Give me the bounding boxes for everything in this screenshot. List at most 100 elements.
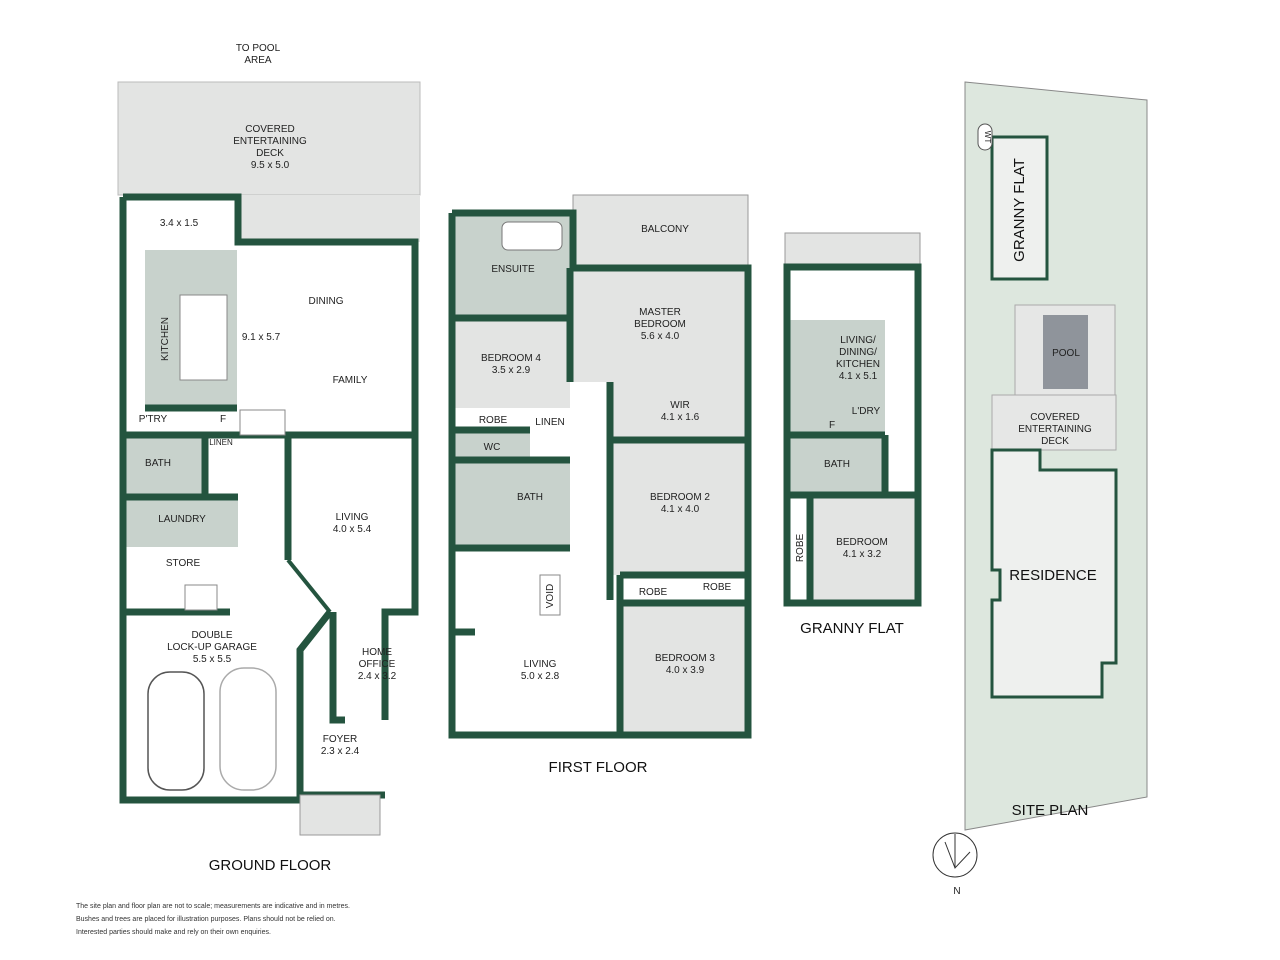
room-label: COVERED (245, 124, 294, 135)
room-label: ROBE (703, 582, 732, 593)
room-label: 4.0 x 5.4 (333, 524, 372, 535)
room-label: LAUNDRY (158, 514, 206, 525)
room-label: 5.6 x 4.0 (641, 331, 680, 342)
bath-area (126, 437, 206, 495)
balcony (572, 194, 749, 269)
granny-flat-building (990, 135, 1049, 281)
room-label: 4.1 x 5.1 (839, 371, 878, 382)
room-label: DOUBLE (191, 630, 232, 641)
north-arrow-icon (932, 832, 978, 878)
granny-flat-plan: LIVING/ DINING/ KITCHEN 4.1 x 5.1 F L'DR… (783, 232, 922, 637)
bedroom-2 (610, 442, 748, 575)
room-label: LIVING/ (840, 335, 876, 346)
store-stairs (184, 584, 218, 611)
wc (455, 430, 530, 460)
room-label: 9.1 x 5.7 (242, 332, 281, 343)
room-label: N (953, 886, 960, 897)
room-label: ENTERTAINING (233, 136, 307, 147)
ground-floor-title: GROUND FLOOR (209, 857, 332, 874)
room-label: LINEN (209, 438, 233, 447)
pool (1043, 315, 1088, 389)
room-label: LIVING (336, 512, 369, 523)
room-label: VOID (545, 584, 556, 608)
room-label: TO POOL (236, 43, 281, 54)
room-label: BEDROOM 4 (481, 353, 541, 364)
room-label: BATH (517, 492, 543, 503)
room-label: 2.3 x 2.4 (321, 746, 360, 757)
room-label: FAMILY (333, 375, 368, 386)
stairs (239, 409, 286, 436)
room-label: DECK (1041, 436, 1069, 447)
room-label: KITCHEN (160, 317, 171, 361)
ground-floor-walls (119, 193, 419, 804)
deck-lower (238, 195, 420, 242)
first-floor-title: FIRST FLOOR (549, 759, 648, 776)
room-label: BALCONY (641, 224, 689, 235)
room-label: 2.4 x 3.2 (358, 671, 397, 682)
granny-bath (790, 437, 885, 495)
residence-building (990, 448, 1118, 699)
site-plan-title: SITE PLAN (1012, 802, 1089, 819)
room-label: STORE (166, 558, 201, 569)
disclaimer-line-3: Interested parties should make and rely … (76, 929, 271, 936)
room-label: BEDROOM (634, 319, 686, 330)
bath (455, 462, 570, 548)
room-label: WIR (670, 400, 689, 411)
room-label: KITCHEN (836, 359, 880, 370)
room-label: 5.0 x 2.8 (521, 671, 560, 682)
room-label: ENSUITE (491, 264, 535, 275)
room-label: 4.1 x 1.6 (661, 412, 700, 423)
disclaimer-line-2: Bushes and trees are placed for illustra… (76, 916, 336, 923)
covered-deck (117, 81, 421, 196)
room-label: BEDROOM 3 (655, 653, 715, 664)
granny-balcony (784, 232, 921, 266)
room-label: HOME (362, 647, 392, 658)
granny-flat-title: GRANNY FLAT (800, 620, 904, 637)
room-label: WT (983, 131, 992, 144)
room-label: 4.1 x 3.2 (843, 549, 882, 560)
room-label: 3.5 x 2.9 (492, 365, 531, 376)
kitchen-island (179, 294, 228, 381)
master-bedroom (573, 270, 748, 382)
room-label: POOL (1052, 348, 1080, 359)
room-label: L'DRY (852, 406, 881, 417)
room-label: AREA (244, 55, 272, 66)
room-label: ROBE (795, 534, 806, 563)
room-label: LOCK-UP GARAGE (167, 642, 257, 653)
room-label: WC (484, 442, 501, 453)
room-label: BATH (824, 459, 850, 470)
room-label: BEDROOM 2 (650, 492, 710, 503)
room-label: OFFICE (359, 659, 396, 670)
room-label: ROBE (639, 587, 668, 598)
bedroom-4 (455, 318, 570, 408)
room-label: 9.5 x 5.0 (251, 160, 290, 171)
granny-flat-walls (783, 263, 922, 607)
room-label: ROBE (479, 415, 508, 426)
paved-area (991, 394, 1117, 451)
room-label: LIVING (524, 659, 557, 670)
room-label: P'TRY (139, 414, 168, 425)
room-label: DECK (256, 148, 284, 159)
bedroom-3 (620, 605, 748, 733)
granny-kitchen (790, 320, 885, 435)
room-label: 3.4 x 1.5 (160, 218, 199, 229)
room-label: F (829, 420, 835, 431)
room-label: DINING/ (839, 347, 877, 358)
wir (610, 382, 748, 440)
laundry-area (120, 497, 238, 547)
disclaimer-line-1: The site plan and floor plan are not to … (76, 903, 350, 910)
room-label: BATH (145, 458, 171, 469)
site-plan: WT GRANNY FLAT POOL COVERED ENTERTAINING… (932, 81, 1148, 897)
room-label: ENTERTAINING (1018, 424, 1092, 435)
room-label: BEDROOM (836, 537, 888, 548)
room-label: FOYER (323, 734, 357, 745)
first-floor-walls (448, 209, 752, 739)
room-label: MASTER (639, 307, 681, 318)
first-floor-plan: BALCONY ENSUITE MASTER BEDROOM 5.6 x 4.0… (448, 194, 752, 776)
room-label: F (220, 414, 226, 425)
void (539, 574, 561, 616)
car-icon (147, 667, 277, 791)
room-label: COVERED (1030, 412, 1079, 423)
room-label: 4.1 x 4.0 (661, 504, 700, 515)
